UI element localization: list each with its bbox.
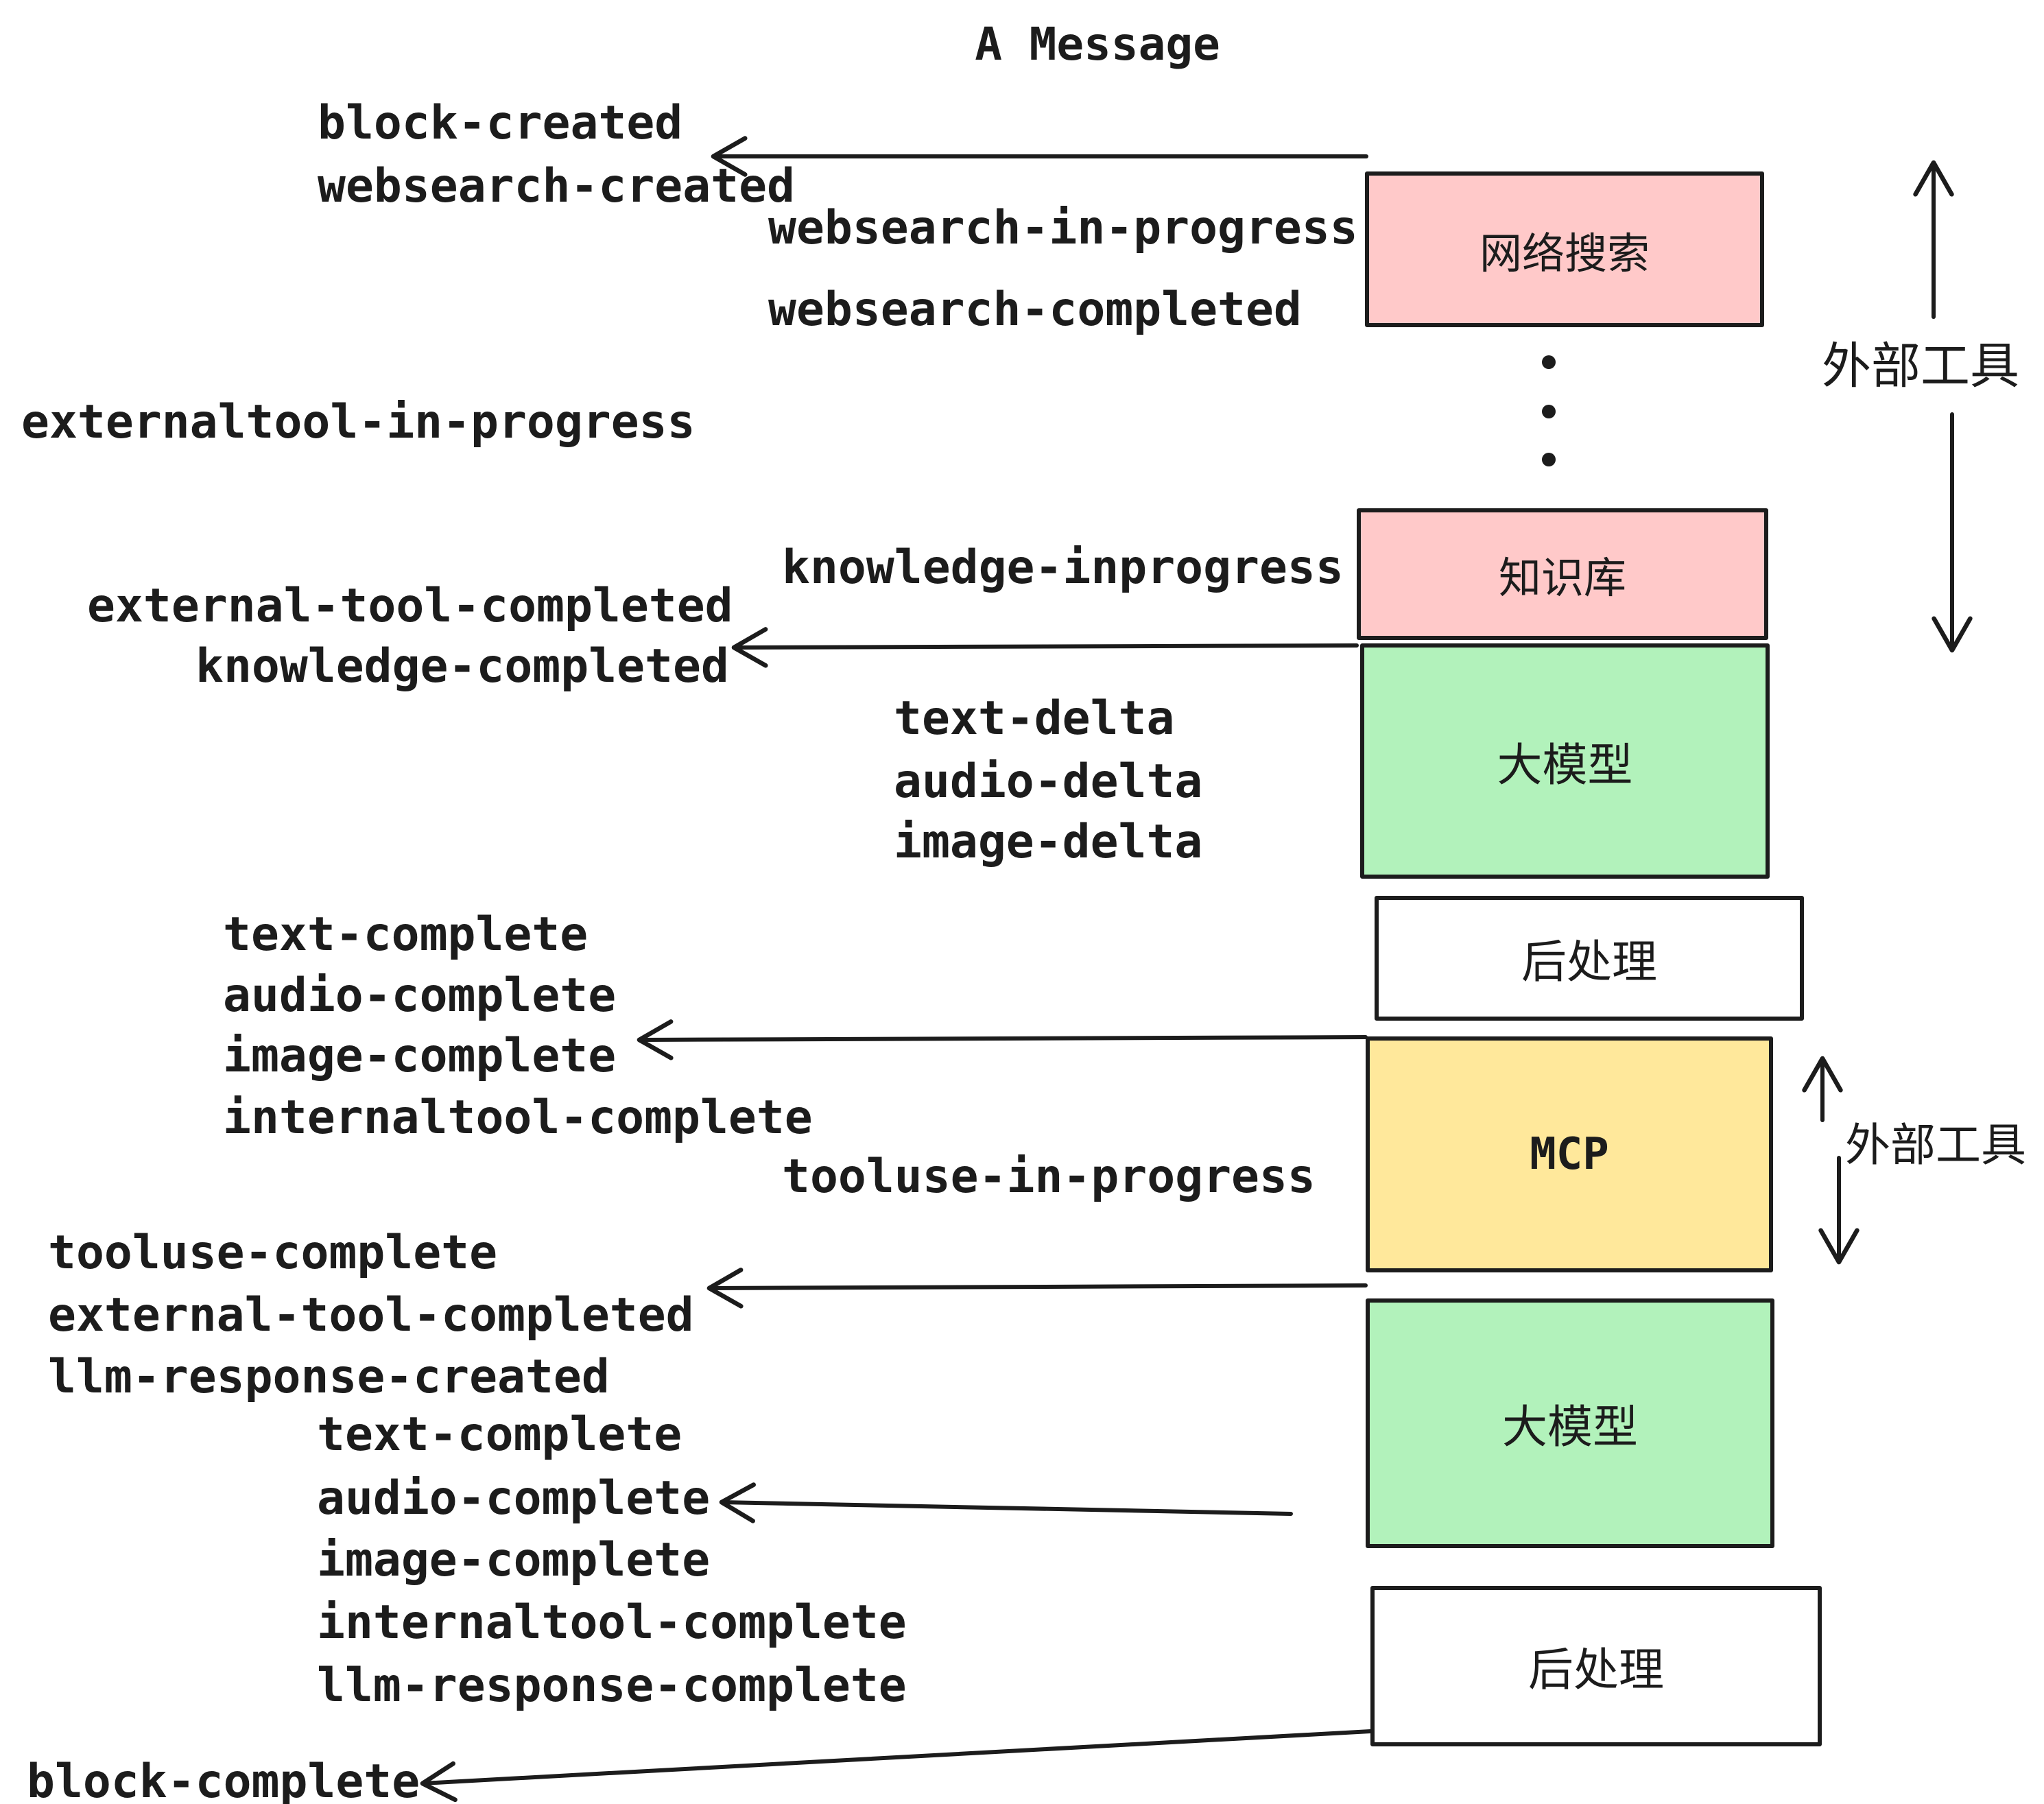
ellipsis-dot-1 [1542,355,1556,369]
arrow-to-block-complete [420,1729,1372,1803]
arrow-to-tooluse-complete [706,1268,1368,1309]
event-label-internaltool-complete-2: internaltool-complete [317,1595,907,1650]
diagram-title: A Message [975,18,1220,71]
event-label-knowledge-inprogress: knowledge-inprogress [782,541,1344,595]
event-label-websearch-in-progress: websearch-in-progress [768,201,1358,255]
event-label-tooluse-complete: tooluse-complete [48,1226,498,1280]
event-label-audio-complete-2: audio-complete [317,1471,711,1526]
event-label-externaltool-in-progress: externaltool-in-progress [21,395,696,449]
event-label-image-complete-1: image-complete [223,1029,617,1083]
event-label-external-tool-completed-2: external-tool-completed [48,1288,694,1342]
event-label-audio-delta-1: audio-delta [894,755,1203,809]
box-llm-1: 大模型 [1360,643,1770,879]
box-knowledge: 知识库 [1357,508,1768,640]
event-label-llm-response-complete: llm-response-complete [317,1659,907,1713]
box-mcp: MCP [1366,1036,1773,1272]
arrow-to-audio-complete [719,1482,1293,1523]
event-label-llm-response-created: llm-response-created [48,1350,610,1404]
box-websearch: 网络搜索 [1365,171,1764,327]
event-label-knowledge-completed: knowledge-completed [195,639,729,693]
side-label-external-tools-mcp: 外部工具 [1845,1119,2026,1170]
event-label-text-delta-1: text-delta [894,691,1175,746]
event-label-tooluse-in-progress: tooluse-in-progress [782,1150,1316,1204]
box-llm-2: 大模型 [1366,1298,1774,1548]
event-label-image-delta-1: image-delta [894,815,1203,869]
event-label-block-complete: block-complete [27,1755,420,1804]
event-label-websearch-created: websearch-created [318,159,795,213]
event-label-audio-complete-1: audio-complete [223,969,617,1023]
event-label-block-created: block-created [318,96,683,150]
event-label-internaltool-complete-1: internaltool-complete [223,1091,813,1145]
event-label-image-complete-2: image-complete [317,1533,711,1587]
box-postprocess-1: 后处理 [1375,896,1804,1021]
arrow-to-knowledge-completed [731,627,1359,668]
arrow-to-image-complete [637,1019,1368,1060]
box-postprocess-2: 后处理 [1370,1586,1822,1746]
ellipsis-dot-2 [1542,405,1556,418]
event-label-external-tool-completed-1: external-tool-completed [87,579,733,633]
event-label-websearch-completed: websearch-completed [768,283,1302,337]
side-label-external-tools-top: 外部工具 [1821,339,2020,394]
ellipsis-dot-3 [1542,453,1556,466]
event-label-text-complete-1: text-complete [223,907,589,962]
event-label-text-complete-2: text-complete [317,1408,682,1462]
